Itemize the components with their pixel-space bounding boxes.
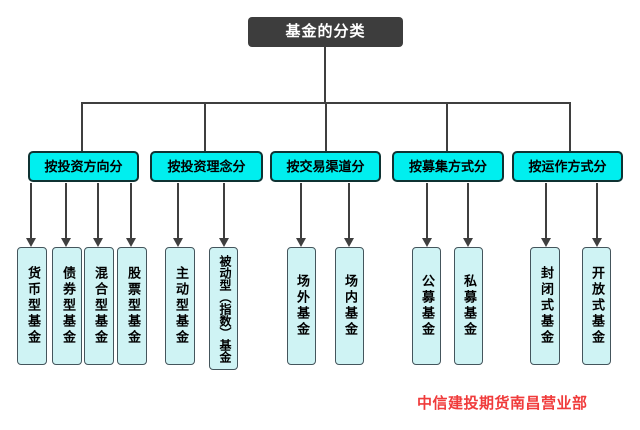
category-node-fundraising-method: 按募集方式分 bbox=[392, 151, 504, 182]
connector-drop-3 bbox=[325, 102, 327, 151]
arrow-head-icon bbox=[219, 238, 229, 247]
connector-root-stem bbox=[324, 47, 326, 102]
arrow-head-icon bbox=[61, 238, 71, 247]
leaf-node-bond-fund: 债券型基金 bbox=[52, 247, 82, 365]
arrow-stem bbox=[545, 183, 547, 239]
arrow-head-icon bbox=[463, 238, 473, 247]
connector-drop-5 bbox=[569, 102, 571, 151]
arrow-stem bbox=[596, 183, 598, 239]
arrow-head-icon bbox=[296, 238, 306, 247]
leaf-node-otc-fund: 场外基金 bbox=[287, 247, 316, 365]
arrow-stem bbox=[65, 183, 67, 239]
arrow-stem bbox=[223, 183, 225, 239]
category-node-operation-method: 按运作方式分 bbox=[512, 151, 623, 182]
leaf-node-hybrid-fund: 混合型基金 bbox=[84, 247, 114, 365]
category-node-investment-philosophy: 按投资理念分 bbox=[150, 151, 263, 182]
leaf-node-closed-end-fund: 封闭式基金 bbox=[530, 247, 560, 365]
arrow-stem bbox=[467, 183, 469, 239]
connector-drop-1 bbox=[81, 102, 83, 151]
arrow-stem bbox=[348, 183, 350, 239]
category-node-trading-channel: 按交易渠道分 bbox=[270, 151, 381, 182]
arrow-head-icon bbox=[592, 238, 602, 247]
leaf-node-money-fund: 货币型基金 bbox=[17, 247, 47, 365]
leaf-node-open-end-fund: 开放式基金 bbox=[582, 247, 611, 365]
leaf-node-private-fund: 私募基金 bbox=[454, 247, 483, 365]
arrow-head-icon bbox=[173, 238, 183, 247]
arrow-stem bbox=[177, 183, 179, 239]
arrow-head-icon bbox=[126, 238, 136, 247]
leaf-node-exchange-fund: 场内基金 bbox=[335, 247, 364, 365]
arrow-stem bbox=[130, 183, 132, 239]
arrow-stem bbox=[30, 183, 32, 239]
leaf-node-public-fund: 公募基金 bbox=[412, 247, 441, 365]
connector-drop-4 bbox=[446, 102, 448, 151]
category-node-investment-direction: 按投资方向分 bbox=[28, 151, 139, 182]
arrow-head-icon bbox=[541, 238, 551, 247]
leaf-node-active-fund: 主动型基金 bbox=[165, 247, 195, 365]
connector-drop-2 bbox=[204, 102, 206, 151]
arrow-head-icon bbox=[344, 238, 354, 247]
arrow-head-icon bbox=[93, 238, 103, 247]
leaf-node-stock-fund: 股票型基金 bbox=[117, 247, 147, 365]
arrow-stem bbox=[97, 183, 99, 239]
leaf-node-passive-index-fund: 被动型（指数）基金 bbox=[209, 247, 238, 370]
arrow-head-icon bbox=[26, 238, 36, 247]
arrow-head-icon bbox=[422, 238, 432, 247]
root-node-title: 基金的分类 bbox=[248, 17, 403, 47]
footer-brand-text: 中信建投期货南昌营业部 bbox=[417, 395, 588, 412]
arrow-stem bbox=[426, 183, 428, 239]
arrow-stem bbox=[300, 183, 302, 239]
